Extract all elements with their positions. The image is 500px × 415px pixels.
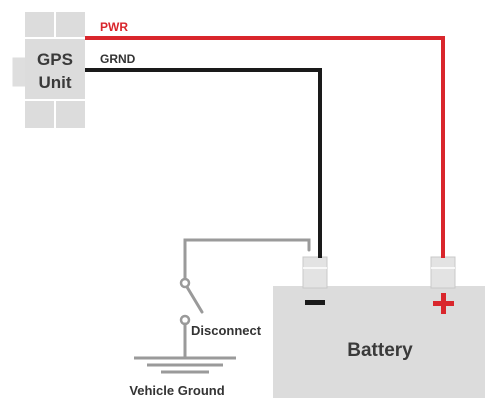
negative-terminal-icon [305, 300, 325, 305]
disconnect-switch [179, 238, 311, 359]
battery-negative-post [302, 256, 328, 289]
gps-unit-side-tab [11, 56, 27, 88]
battery-label: Battery [347, 340, 413, 361]
gps-unit: GPS Unit [11, 12, 85, 128]
power-wire [85, 36, 445, 258]
gps-unit-label-line2: Unit [38, 73, 71, 92]
ground-wire-label: GRND [100, 52, 136, 66]
switch-wire [183, 238, 311, 280]
plus-icon [433, 293, 454, 314]
gps-unit-label-line1: GPS [37, 50, 73, 69]
power-wire-label: PWR [100, 20, 128, 34]
battery-positive-post [430, 256, 456, 289]
switch-top-contact [179, 277, 191, 289]
switch-label: Disconnect [191, 323, 262, 338]
switch-lever [185, 285, 204, 314]
ground-symbol-icon [134, 356, 236, 374]
battery: Battery [273, 256, 485, 398]
ground-wire [85, 68, 322, 258]
ground-label: Vehicle Ground [129, 383, 224, 398]
